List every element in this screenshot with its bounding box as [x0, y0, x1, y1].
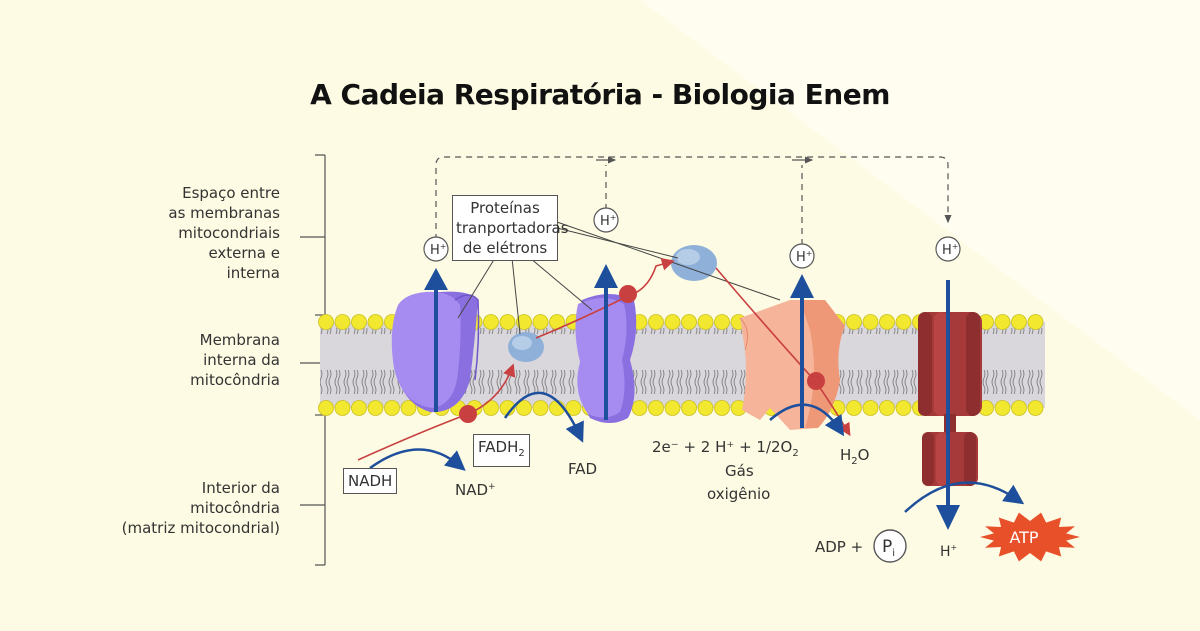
lipid-head	[631, 400, 648, 416]
atp-burst	[980, 512, 1080, 562]
nadh-box: NADH	[343, 468, 398, 494]
proton-label-4: H+	[942, 242, 958, 258]
proton-return-path	[435, 156, 952, 240]
lipid-head	[879, 314, 895, 330]
lipid-head	[1011, 314, 1027, 330]
lipid-head	[994, 314, 1011, 330]
lipid-head	[318, 400, 334, 416]
lipid-head	[681, 400, 697, 416]
lipid-head	[697, 314, 714, 330]
proton-label-1: H+	[430, 242, 446, 258]
lipid-head	[565, 400, 582, 416]
fad-label: FAD	[568, 460, 598, 478]
lipid-head	[846, 400, 862, 416]
lipid-head	[532, 400, 549, 416]
region-label-matrix: Interior da mitocôndria (matriz mitocond…	[121, 479, 280, 537]
fadh2-box: FADH2	[473, 434, 530, 467]
lipid-head	[879, 400, 895, 416]
lipid-head	[351, 400, 367, 416]
lipid-head	[681, 314, 697, 330]
nad-label: NAD+	[455, 481, 496, 499]
lipid-head	[862, 314, 879, 330]
lipid-head	[384, 400, 400, 416]
atp-label: ATP	[1009, 528, 1038, 547]
reaction-label: 2e⁻ + 2 H⁺ + 1/2O2	[652, 438, 799, 459]
proton-label-3: H+	[796, 249, 812, 265]
phosphate-label: Pi	[882, 537, 895, 559]
proton-label-2: H+	[600, 213, 616, 229]
lipid-head	[1027, 400, 1044, 416]
lipid-head	[532, 314, 549, 330]
reaction-arrows	[369, 391, 1025, 513]
oxygen-label: oxigênio	[707, 485, 771, 503]
lipid-head	[351, 314, 367, 330]
lipid-head	[516, 314, 532, 330]
lipid-head	[334, 400, 351, 416]
lipid-head	[714, 314, 730, 330]
lipid-head	[648, 314, 664, 330]
carrier-proteins-callout: Proteínas tranportadoras de elétrons	[452, 195, 569, 261]
lipid-head	[367, 400, 384, 416]
lipid-head	[499, 314, 516, 330]
lipid-head	[862, 400, 879, 416]
lipid-head	[714, 400, 730, 416]
lipid-head	[697, 400, 714, 416]
page-title: A Cadeia Respiratória - Biologia Enem	[310, 78, 890, 111]
lipid-head	[318, 314, 334, 330]
lipid-head	[1011, 400, 1027, 416]
background-band	[0, 0, 1200, 420]
lipid-head	[334, 314, 351, 330]
lipid-head	[895, 314, 912, 330]
lipid-head	[648, 400, 664, 416]
water-label: H2O	[840, 446, 869, 467]
region-label-inner-membrane: Membrana interna da mitocôndria	[190, 331, 280, 389]
proton-markers	[423, 207, 961, 269]
lipid-head	[994, 400, 1011, 416]
lipid-head	[367, 314, 384, 330]
proton-pump-arrows	[424, 264, 960, 530]
adp-label: ADP +	[815, 538, 864, 556]
lipid-head	[664, 400, 681, 416]
lipid-head	[846, 314, 862, 330]
lipid-head	[664, 314, 681, 330]
proton-out-label: H+	[940, 543, 957, 560]
lipid-head	[1027, 314, 1044, 330]
region-label-intermembrane: Espaço entre as membranas mitocondriais …	[168, 184, 280, 282]
phosphate-circle	[873, 529, 907, 563]
lipid-head	[483, 314, 499, 330]
lipid-head	[400, 400, 417, 416]
lipid-head	[895, 400, 912, 416]
gas-label: Gás	[725, 462, 754, 480]
lipid-head	[516, 400, 532, 416]
lipid-head	[483, 400, 499, 416]
